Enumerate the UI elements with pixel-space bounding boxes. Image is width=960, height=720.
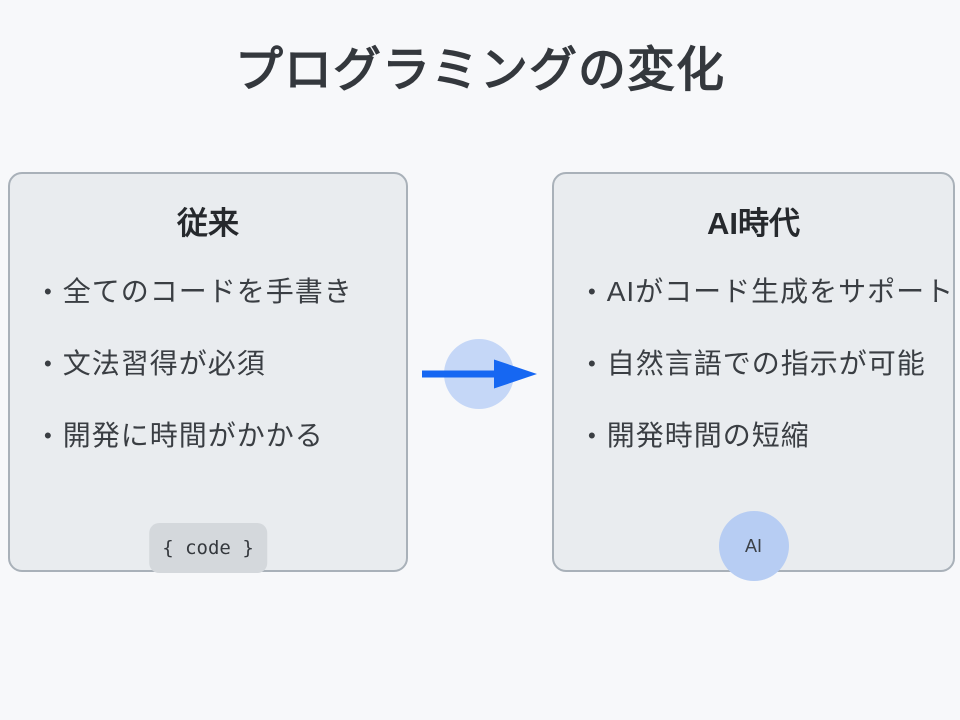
bullet-item: • 開発時間の短縮 [588, 418, 954, 454]
bullet-item: • 全てのコードを手書き [44, 274, 353, 310]
transition-arrow [408, 330, 552, 420]
arrow-right-icon [422, 339, 537, 409]
bullet-text: 開発時間の短縮 [606, 420, 810, 451]
bullet-item: • 自然言語での指示が可能 [588, 346, 954, 382]
bullet-dot-icon: • [44, 351, 52, 376]
card-ai-era-bullet-list: • AIがコード生成をサポート • 自然言語での指示が可能 • 開発時間の短縮 [554, 274, 954, 454]
bullet-item: • 開発に時間がかかる [44, 418, 353, 454]
card-ai-era-title: AI時代 [707, 206, 800, 241]
bullet-text: AIがコード生成をサポート [606, 276, 955, 307]
bullet-dot-icon: • [588, 423, 596, 448]
bullet-text: 自然言語での指示が可能 [606, 348, 926, 379]
card-traditional-bullet-list: • 全てのコードを手書き • 文法習得が必須 • 開発に時間がかかる [10, 274, 353, 454]
bullet-text: 文法習得が必須 [62, 348, 266, 379]
bullet-item: • 文法習得が必須 [44, 346, 353, 382]
card-traditional: 従来 • 全てのコードを手書き • 文法習得が必須 • 開発に時間がかかる { … [8, 172, 408, 573]
card-traditional-title: 従来 [177, 206, 239, 241]
code-badge: { code } [149, 523, 267, 573]
bullet-item: • AIがコード生成をサポート [588, 274, 954, 310]
arrow-head [494, 359, 537, 389]
card-ai-era: AI時代 • AIがコード生成をサポート • 自然言語での指示が可能 • 開発時… [552, 172, 955, 581]
arrow-shaft [422, 370, 500, 378]
ai-badge: AI [718, 511, 789, 581]
bullet-dot-icon: • [44, 423, 52, 448]
bullet-dot-icon: • [588, 351, 596, 376]
bullet-text: 開発に時間がかかる [62, 420, 324, 451]
page-title: プログラミングの変化 [234, 44, 725, 97]
bullet-dot-icon: • [588, 279, 596, 304]
bullet-dot-icon: • [44, 279, 52, 304]
bullet-text: 全てのコードを手書き [62, 276, 353, 307]
